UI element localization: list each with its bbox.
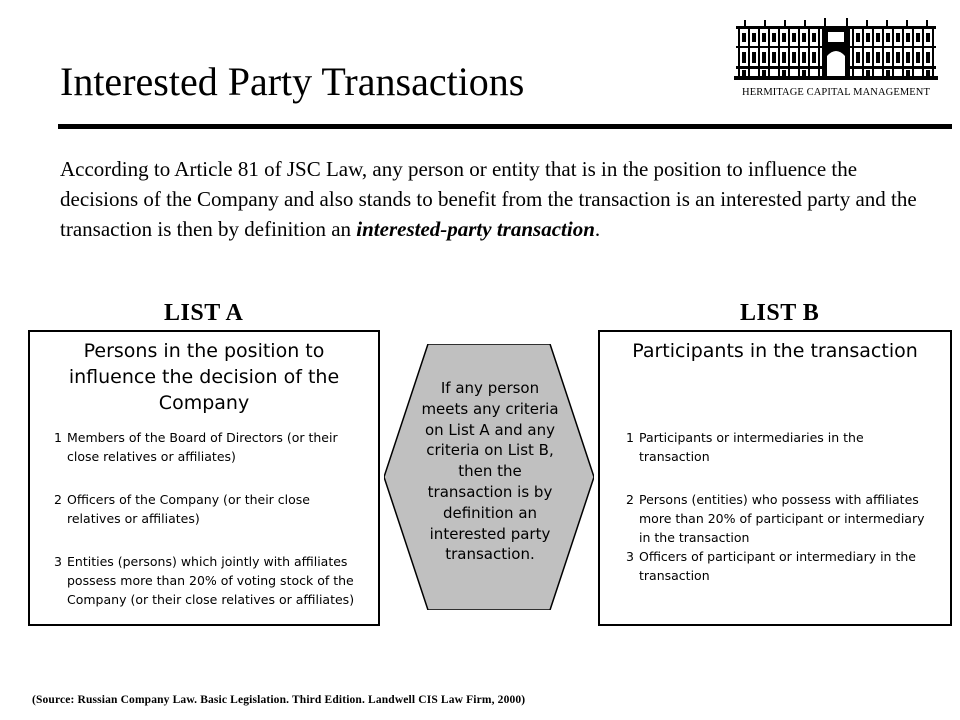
title-rule	[58, 124, 952, 129]
building-icon	[734, 18, 938, 80]
list-a-title: Persons in the position to influence the…	[68, 340, 340, 414]
intro-text: According to Article 81 of JSC Law, any …	[60, 157, 917, 241]
list-item: 1 Participants or intermediaries in the …	[626, 430, 864, 464]
list-b-heading: LIST B	[740, 300, 820, 326]
list-a-items: 1 Members of the Board of Directors (or …	[54, 428, 376, 609]
criteria-hexagon	[384, 344, 594, 610]
list-item: 3 Entities (persons) which jointly with …	[54, 554, 355, 607]
source-citation: (Source: Russian Company Law. Basic Legi…	[32, 694, 526, 706]
list-item: 2 Persons (entities) who possess with af…	[626, 492, 925, 545]
logo-caption: HERMITAGE CAPITAL MANAGEMENT	[742, 87, 930, 98]
criteria-text: If any person meets any criteria on List…	[421, 379, 559, 564]
list-b-title: Participants in the transaction	[632, 340, 918, 362]
list-b-box: Participants in the transaction 1 Partic…	[598, 330, 952, 626]
intro-paragraph: According to Article 81 of JSC Law, any …	[60, 154, 940, 244]
intro-end: .	[594, 217, 601, 241]
list-item: 2 Officers of the Company (or their clos…	[54, 492, 310, 526]
hermitage-logo: HERMITAGE CAPITAL MANAGEMENT	[726, 12, 946, 102]
intro-emphasis: interested-party transaction	[356, 217, 595, 241]
list-a-box: Persons in the position to influence the…	[28, 330, 380, 626]
list-a-heading: LIST A	[164, 300, 244, 326]
list-b-items: 1 Participants or intermediaries in the …	[626, 428, 948, 585]
list-item: 1 Members of the Board of Directors (or …	[54, 430, 338, 464]
page-title: Interested Party Transactions	[60, 59, 525, 104]
list-item: 3 Officers of participant or intermediar…	[626, 549, 916, 583]
